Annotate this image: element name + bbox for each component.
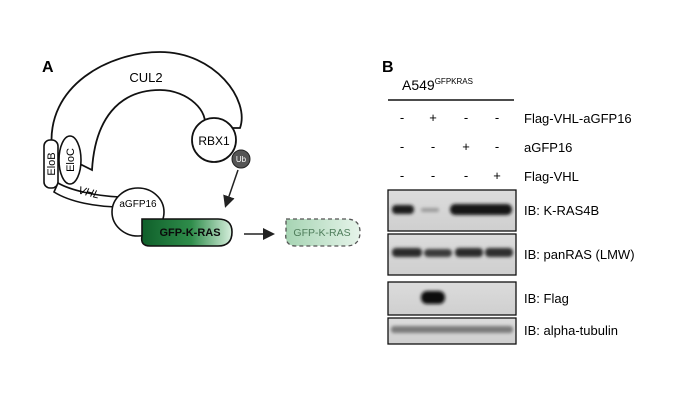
lane-sign-rows: - + - - Flag-VHL-aGFP16 - - + - aGFP16 -… [400,110,632,184]
band [392,205,414,214]
eloc-label: EloC [65,148,77,172]
cell-line-label: A549GFPKRAS [402,77,473,93]
panel-b: B A549GFPKRAS - + - - Flag-VHL-aGFP16 - … [382,59,635,345]
lane-sign: + [429,110,437,125]
lane-sign: - [464,168,468,183]
band [421,291,445,304]
lane-row-name: aGFP16 [524,140,572,155]
band [424,249,452,257]
band [391,326,513,333]
lane-row-name: Flag-VHL-aGFP16 [524,111,632,126]
lane-sign: - [431,139,435,154]
lane-sign: + [493,168,501,183]
gfp-kras-degraded-label: GFP-K-RAS [293,227,350,239]
band [485,248,513,257]
lane-sign: - [400,139,404,154]
panel-b-label: B [382,59,394,76]
blot-kras4b: IB: K-RAS4B [387,189,599,232]
blot-alpha-tubulin: IB: alpha-tubulin [387,317,618,345]
lane-sign: - [495,139,499,154]
vhl-label: VHL [77,185,101,202]
lane-row-name: Flag-VHL [524,169,579,184]
blot-label: IB: Flag [524,291,569,306]
lane-sign: - [464,110,468,125]
gfp-kras-substrate: GFP-K-RAS [140,218,233,247]
ub-label: Ub [236,155,247,164]
lane-row-0: - + - - Flag-VHL-aGFP16 [400,110,632,126]
lane-sign: + [462,139,470,154]
agfp16-label: aGFP16 [119,199,157,210]
cul2-label: CUL2 [129,70,162,85]
blot-label: IB: panRAS (LMW) [524,247,635,262]
eloc-node [58,135,82,185]
lane-sign: - [400,168,404,183]
blot-label: IB: alpha-tubulin [524,323,618,338]
lane-row-1: - - + - aGFP16 [400,139,573,155]
rbx1-label: RBX1 [198,134,230,148]
band [421,208,439,212]
lane-sign: - [495,110,499,125]
lane-sign: - [431,168,435,183]
blot-flag: IB: Flag [387,281,569,316]
ub-node [231,149,251,169]
ub-transfer-arrow [223,169,239,208]
band [450,204,512,215]
gfp-kras-label: GFP-K-RAS [159,227,220,239]
rbx1-node [191,117,237,163]
panel-a: A CUL2 RBX1 Ub EloB EloC VHL aGFP16 GFP-… [42,51,361,247]
blot-frame [387,281,517,316]
blot-panras: IB: panRAS (LMW) [387,233,635,276]
cul2-scaffold [50,51,243,172]
lane-row-2: - - - + Flag-VHL [400,168,579,184]
band [455,248,483,257]
panel-a-label: A [42,59,54,76]
gfp-kras-degraded: GFP-K-RAS [285,218,361,247]
elob-label: EloB [46,152,58,175]
lane-sign: - [400,110,404,125]
blot-label: IB: K-RAS4B [524,203,599,218]
elob-node [43,139,59,189]
band [392,248,422,257]
